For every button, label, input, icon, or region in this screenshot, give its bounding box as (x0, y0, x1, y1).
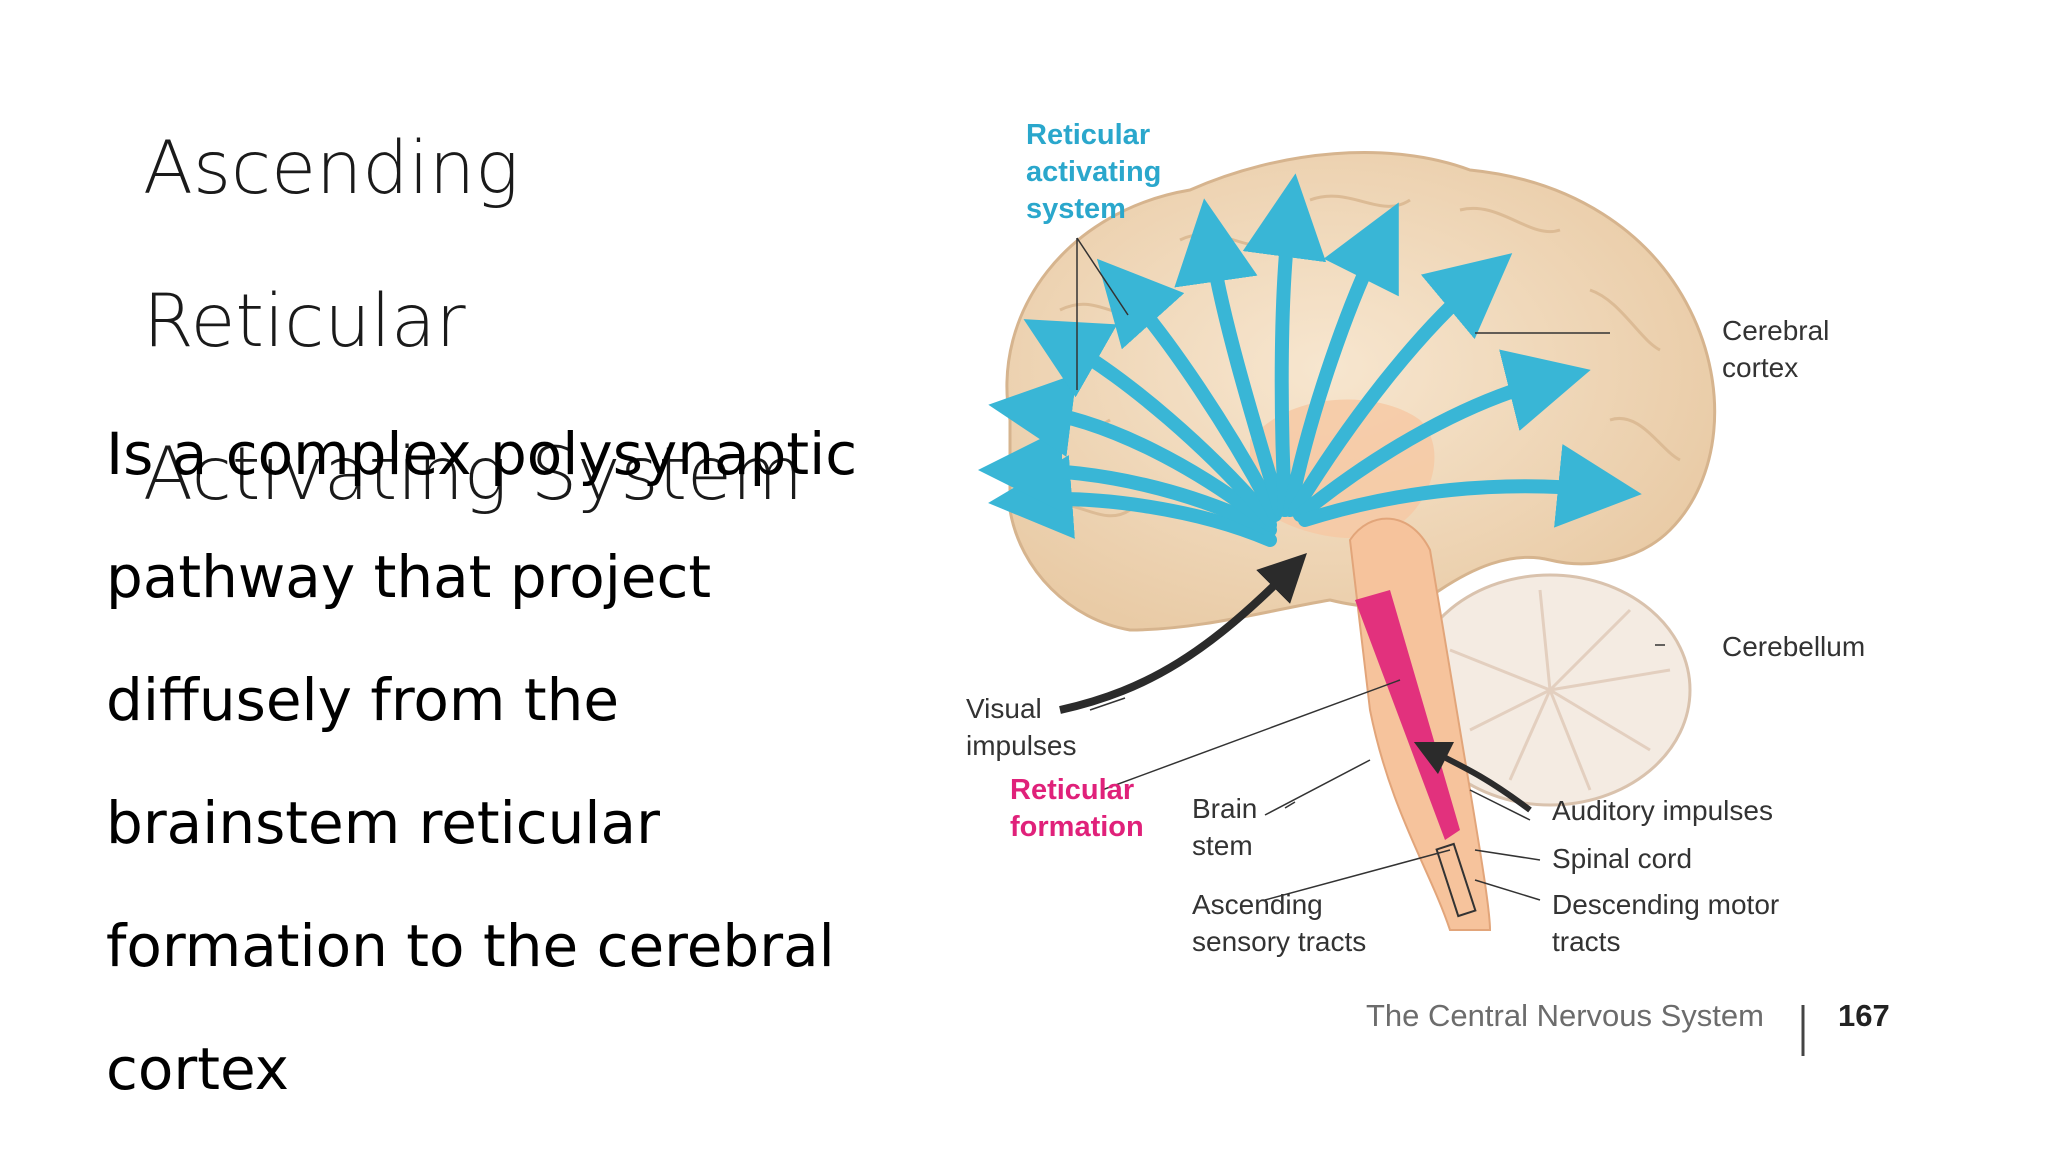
slide-body-text: Is a complex polysynaptic pathway that p… (106, 420, 858, 1103)
descending-tracts-label: Descending motor tracts (1552, 889, 1780, 957)
slide-title: Ascending Reticular Activating System (143, 126, 804, 517)
cerebellum-label: Cerebellum (1722, 631, 1866, 662)
ras-label: Reticular activating system (1026, 119, 1162, 225)
brain-figure: Reticular activating system Cerebral cor… (950, 90, 1950, 1142)
brain-stem-label: Brain stem (1192, 793, 1258, 861)
spinal-tract-box (1435, 842, 1477, 918)
visual-impulse-arrow (1059, 553, 1307, 714)
reticular-formation-label: Reticular formation (1010, 774, 1144, 843)
leader-lines (1076, 237, 1665, 901)
cerebral-cortex-label: Cerebral cortex (1722, 315, 1830, 383)
auditory-impulses-label: Auditory impulses (1552, 795, 1773, 826)
reticular-formation-shape (1355, 590, 1460, 840)
ascending-tracts-label: Ascending sensory tracts (1192, 889, 1367, 957)
cerebellum-folia (1449, 589, 1671, 791)
ras-arrows (978, 173, 1642, 547)
spinal-cord-label: Spinal cord (1552, 843, 1693, 874)
brain-illustration (978, 151, 1805, 1056)
page-number: 167 (1838, 998, 1890, 1033)
visual-impulses-label: Visual impulses (966, 693, 1077, 761)
book-title-footer: The Central Nervous System (1366, 998, 1764, 1033)
auditory-impulse-arrow (1413, 741, 1532, 813)
